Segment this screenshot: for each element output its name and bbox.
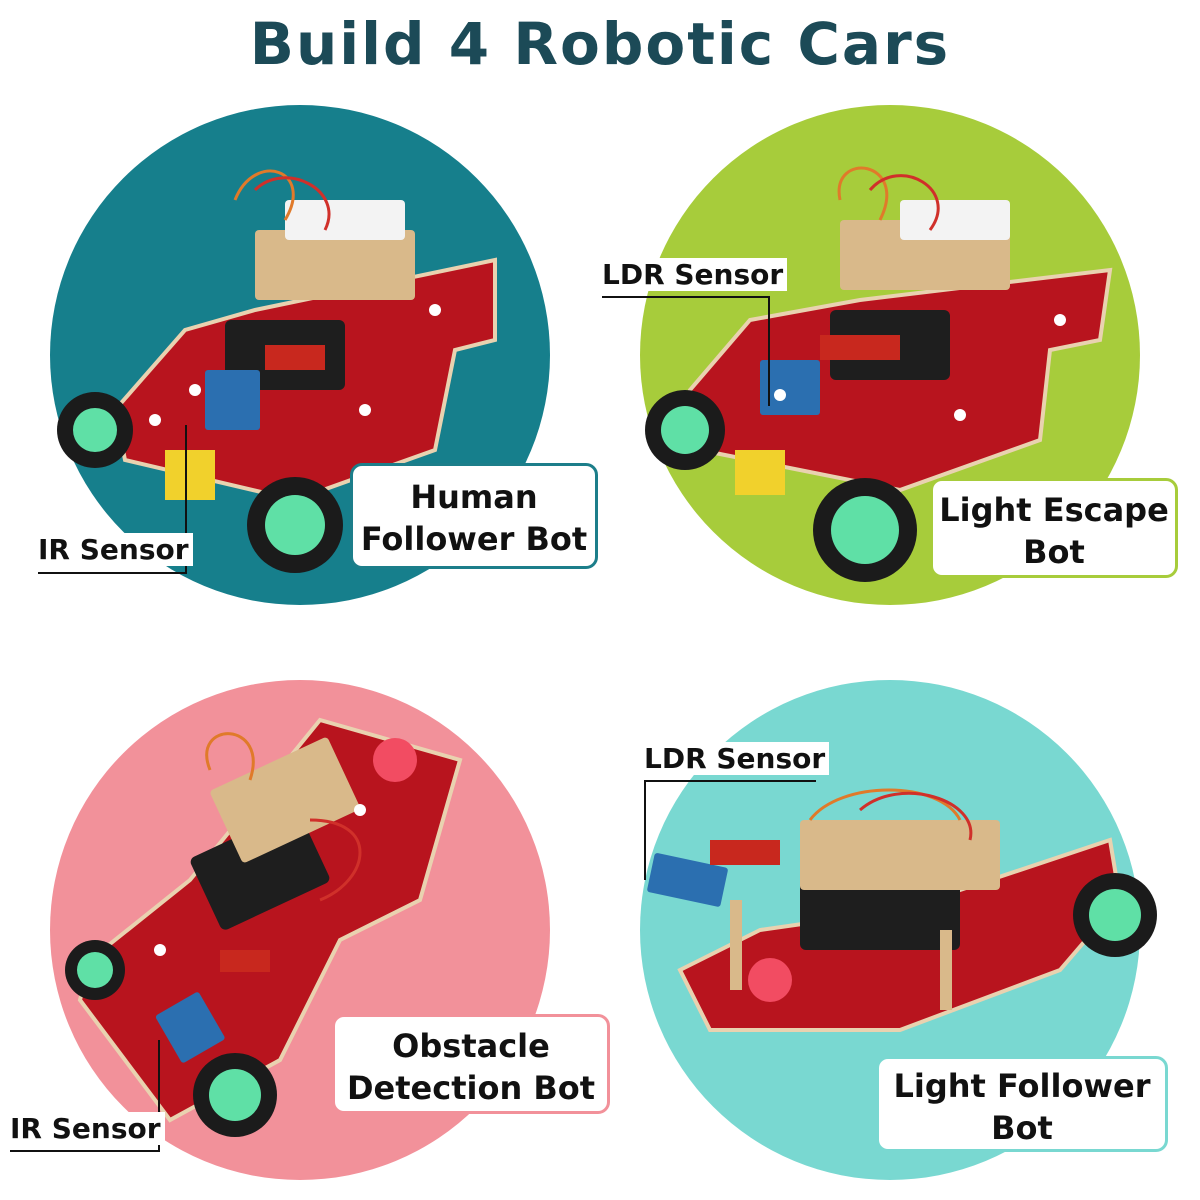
obstacle-detection-label-line2: Detection Bot — [346, 1069, 596, 1107]
ir-sensor-label-1: IR Sensor — [34, 533, 193, 566]
human-follower-label-line2: Follower Bot — [360, 520, 588, 558]
obstacle-detection-label-line1: Obstacle — [392, 1027, 550, 1065]
light-escape-car-image — [645, 166, 1113, 582]
human-follower-car-image — [57, 169, 497, 573]
light-follower-label: Light Follower Bot — [876, 1056, 1168, 1152]
ldr-sensor-leader-2 — [644, 780, 646, 880]
ldr-sensor-leader-1 — [768, 296, 770, 406]
human-follower-label: Human Follower Bot — [350, 463, 598, 569]
ldr-sensor-underline-1 — [602, 296, 770, 298]
obstacle-detection-label: Obstacle Detection Bot — [332, 1014, 610, 1114]
light-escape-label-line1: Light Escape — [939, 491, 1169, 529]
ir-sensor-leader-1 — [185, 425, 187, 573]
light-follower-car-image — [647, 788, 1157, 1032]
ir-sensor-underline-2 — [10, 1150, 160, 1152]
ir-sensor-leader-2 — [158, 1040, 160, 1152]
ldr-sensor-label-1: LDR Sensor — [598, 258, 788, 291]
obstacle-detection-car-image — [65, 717, 463, 1137]
light-escape-label: Light Escape Bot — [930, 478, 1178, 578]
ldr-sensor-underline-2 — [644, 780, 816, 782]
ldr-sensor-label-2: LDR Sensor — [640, 742, 830, 775]
page-title: Build 4 Robotic Cars — [249, 10, 951, 78]
ir-sensor-label-2: IR Sensor — [6, 1112, 165, 1145]
human-follower-label-line1: Human — [410, 478, 538, 516]
light-escape-label-line2: Bot — [1023, 533, 1085, 571]
ir-sensor-underline-1 — [38, 572, 187, 574]
light-follower-label-line1: Light Follower — [893, 1067, 1151, 1105]
light-follower-label-line2: Bot — [991, 1109, 1053, 1147]
